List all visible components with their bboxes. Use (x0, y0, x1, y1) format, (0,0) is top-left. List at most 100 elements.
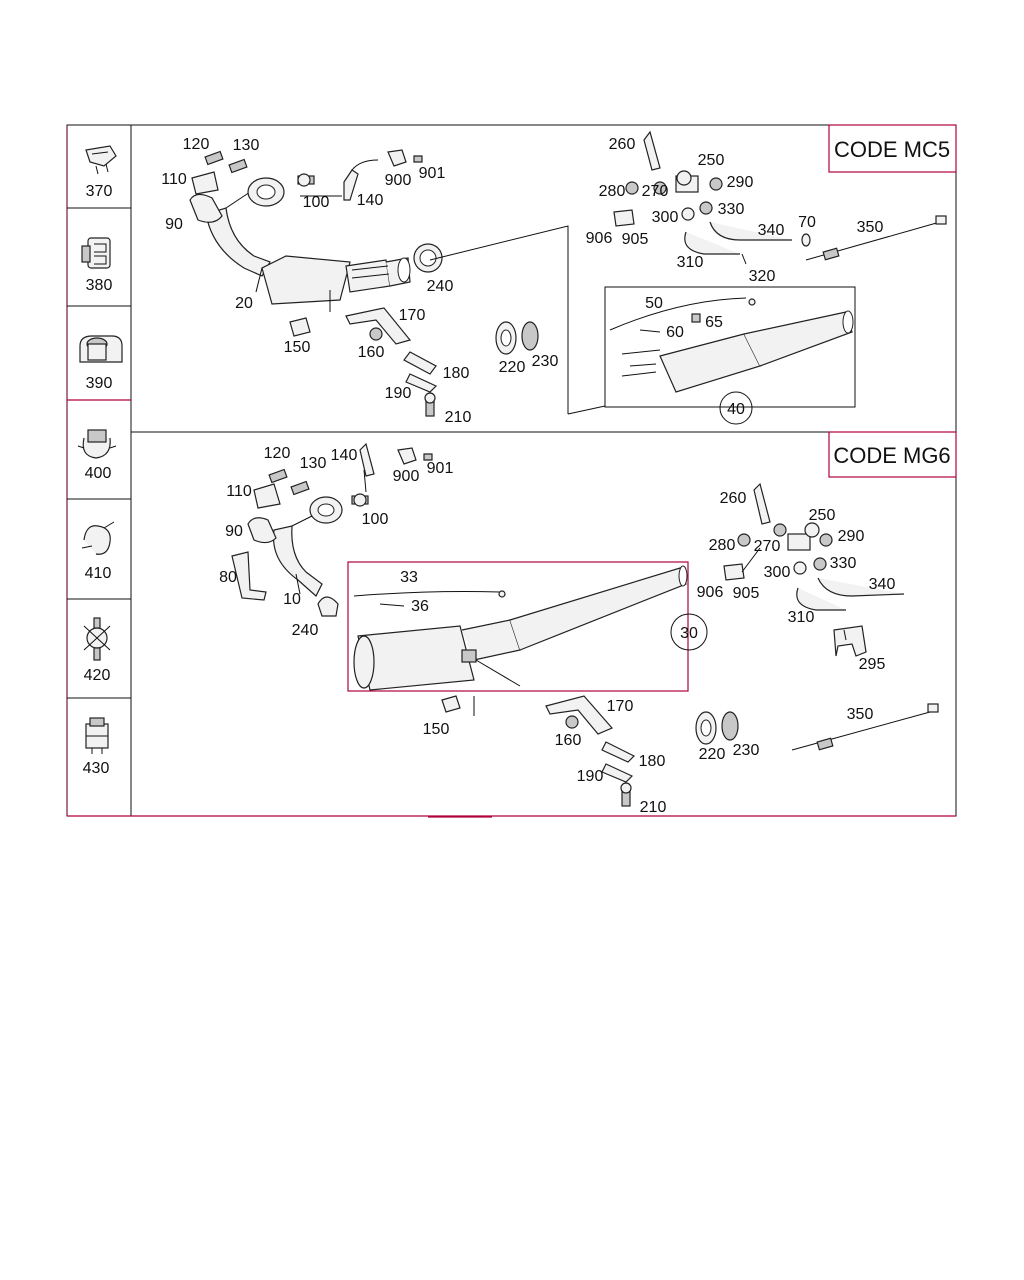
downpipe-mg6 (272, 496, 343, 597)
sidebar-item-410: 410 (81, 521, 115, 582)
bolts-mc5 (204, 150, 315, 187)
pressure-sensor-mc5 (613, 130, 723, 227)
callout-290-mc5: 290 (727, 174, 754, 191)
callout-36-mg6: 36 (411, 598, 429, 615)
sidebar-item-400: 400 (77, 429, 117, 482)
callout-906-mg6: 906 (697, 584, 724, 601)
callout-30-mg6: 30 (680, 625, 698, 642)
sidebar-label-420: 420 (84, 667, 111, 684)
callout-280-mc5: 280 (599, 183, 626, 200)
callout-240-mg6: 240 (292, 622, 319, 639)
callouts-mc5: 120 130 110 90 100 140 900 901 20 240 15… (161, 136, 883, 426)
clip-380-icon (81, 237, 111, 269)
callout-905-mg6: 905 (733, 585, 760, 602)
callout-295-mg6: 295 (859, 656, 886, 673)
sidebar-item-370: 370 (85, 145, 117, 200)
callout-50-mc5: 50 (645, 295, 663, 312)
section-code-mc5: CODE MC5 (161, 124, 957, 426)
callout-90-mg6: 90 (225, 523, 243, 540)
callout-100-mg6: 100 (362, 511, 389, 528)
callout-290-mg6: 290 (838, 528, 865, 545)
callout-180-mg6: 180 (639, 753, 666, 770)
sidebar-item-380: 380 (81, 237, 112, 294)
callout-260-mg6: 260 (720, 490, 747, 507)
callout-20-mc5: 20 (235, 295, 253, 312)
gasket-90-mg6 (247, 517, 277, 544)
callout-250-mg6: 250 (809, 507, 836, 524)
callout-130-mc5: 130 (233, 137, 260, 154)
clip-400-icon (77, 429, 117, 459)
sensor-140-mg6 (359, 442, 375, 477)
callout-150-mg6: 150 (423, 721, 450, 738)
callout-330-mg6: 330 (830, 555, 857, 572)
callout-250-mc5: 250 (698, 152, 725, 169)
code-title-mc5: CODE MC5 (834, 137, 950, 162)
callout-80-mg6: 80 (219, 569, 237, 586)
callout-33-mg6: 33 (400, 569, 418, 586)
code-badge-mg6 (828, 431, 957, 478)
callout-901-mc5: 901 (419, 165, 446, 182)
callout-140-mc5: 140 (357, 192, 384, 209)
callout-320-mc5: 320 (749, 268, 776, 285)
callout-270-mg6: 270 (754, 538, 781, 555)
mount-hardware-mc5 (289, 307, 438, 417)
hoses-mg6 (796, 577, 905, 611)
callout-300-mc5: 300 (652, 209, 679, 226)
callout-190-mg6: 190 (577, 768, 604, 785)
callout-240-mc5: 240 (427, 278, 454, 295)
diagram-frame (66, 124, 957, 817)
bolts-mg6 (268, 468, 369, 507)
callout-220-mc5: 220 (499, 359, 526, 376)
leader-lines-mg6 (295, 469, 761, 595)
sidebar-item-420: 420 (83, 617, 111, 684)
callout-150-mc5: 150 (284, 339, 311, 356)
callout-310-mg6: 310 (788, 609, 815, 626)
callout-300-mg6: 300 (764, 564, 791, 581)
callout-110-mc5: 110 (161, 171, 187, 188)
clamp-240-mc5 (413, 243, 443, 273)
sidebar-label-410: 410 (85, 565, 112, 582)
code-title-mg6: CODE MG6 (833, 443, 950, 468)
temp-sensor-350-mg6 (791, 703, 939, 751)
sidebar-label-400: 400 (85, 465, 112, 482)
clip-370-icon (85, 145, 117, 175)
callout-260-mc5: 260 (609, 136, 636, 153)
callout-140-mg6: 140 (331, 447, 358, 464)
bracket-110-mg6 (253, 483, 281, 509)
callout-330-mc5: 330 (718, 201, 745, 218)
callout-160-mc5: 160 (358, 344, 385, 361)
mount-hardware-mg6 (441, 659, 636, 807)
clip-410-icon (81, 521, 115, 555)
callout-340-mc5: 340 (758, 222, 785, 239)
callout-906-mc5: 906 (586, 230, 613, 247)
bracket-295-mg6 (833, 625, 867, 657)
callout-60-mc5: 60 (666, 324, 684, 341)
callout-170-mg6: 170 (607, 698, 634, 715)
rubber-mounts-mg6 (695, 711, 739, 745)
callout-310-mc5: 310 (677, 254, 704, 271)
callout-160-mg6: 160 (555, 732, 582, 749)
fastener-420-icon (83, 617, 111, 661)
callout-210-mc5: 210 (445, 409, 472, 426)
callout-280-mg6: 280 (709, 537, 736, 554)
callout-905-mc5: 905 (622, 231, 649, 248)
callout-70-mc5: 70 (798, 214, 816, 231)
callout-230-mg6: 230 (733, 742, 760, 759)
callout-40-mc5: 40 (727, 401, 745, 418)
callout-230-mc5: 230 (532, 353, 559, 370)
inset-30-mg6 (347, 561, 708, 692)
callout-900-mc5: 900 (385, 172, 412, 189)
callout-901-mg6: 901 (427, 460, 454, 477)
temp-sensor-350-mc5 (805, 215, 947, 261)
rubber-mounts-mc5 (495, 321, 539, 355)
code-badge-mc5 (828, 124, 957, 173)
sidebar-item-390: 390 (79, 335, 123, 392)
inset-40-mc5 (429, 225, 856, 425)
callout-210-mg6: 210 (640, 799, 667, 816)
leader-lines-mc5 (255, 195, 342, 312)
callout-130-mg6: 130 (300, 455, 327, 472)
callout-350-mc5: 350 (857, 219, 884, 236)
callout-900-mg6: 900 (393, 468, 420, 485)
sidebar-label-390: 390 (86, 375, 113, 392)
